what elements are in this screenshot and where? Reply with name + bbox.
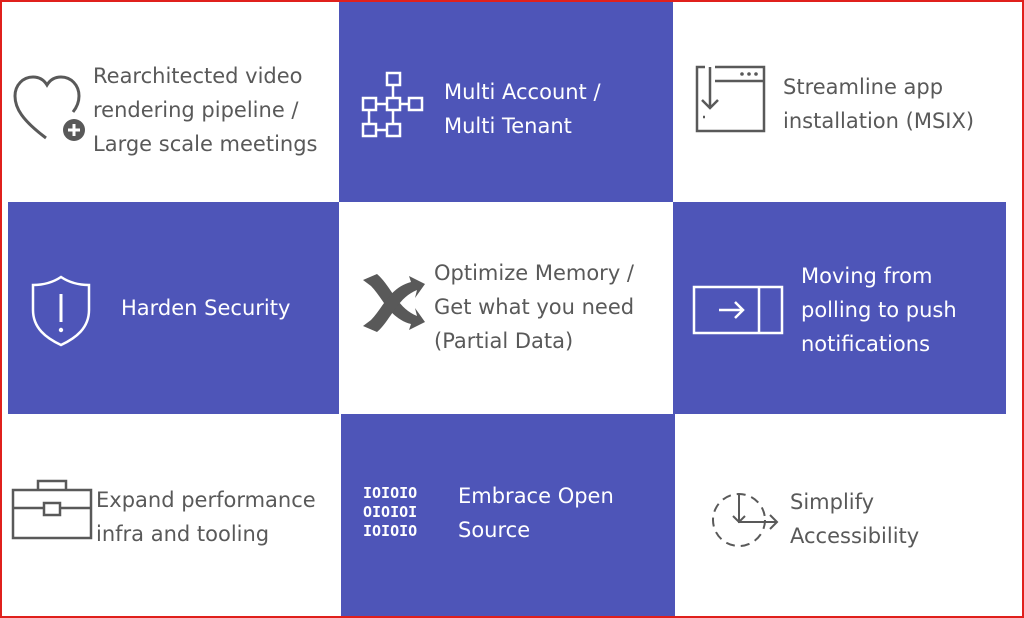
toolbox-icon [11, 479, 93, 540]
label-performance-infra: Expand performance infra and tooling [96, 488, 316, 546]
org-chart-icon [361, 71, 424, 138]
shuffle-arrows-icon [363, 274, 425, 332]
tile-video-pipeline: Rearchitected video rendering pipeline /… [2, 2, 339, 202]
label-msix: Streamline app installation (MSIX) [783, 75, 975, 133]
tile-open-source: IOIOIO OIOIOI IOIOIO Embrace Open Source [341, 414, 675, 616]
label-optimize-memory: Optimize Memory / Get what you need (Par… [434, 261, 635, 353]
tile-msix: Streamline app installation (MSIX) [673, 2, 1022, 202]
label-push-notifications: Moving from polling to push notification… [801, 264, 957, 356]
app-install-icon [695, 65, 766, 133]
tile-harden-security: Harden Security [8, 202, 339, 414]
binary-code-icon: IOIOIO OIOIOI IOIOIO [363, 484, 418, 540]
label-video-pipeline: Rearchitected video rendering pipeline /… [93, 64, 318, 156]
dashed-circle-arrow-icon [712, 493, 779, 547]
tile-push-notifications: Moving from polling to push notification… [673, 202, 1006, 414]
label-accessibility: Simplify Accessibility [790, 490, 920, 548]
tile-multi-account: Multi Account / Multi Tenant [339, 2, 673, 202]
shield-alert-icon [31, 275, 91, 347]
label-harden-security: Harden Security [121, 296, 291, 320]
heart-plus-icon [13, 75, 85, 141]
tile-accessibility: Simplify Accessibility [675, 414, 1022, 616]
label-multi-account: Multi Account / Multi Tenant [444, 80, 601, 138]
label-open-source: Embrace Open Source [458, 484, 614, 542]
tile-optimize-memory: Optimize Memory / Get what you need (Par… [339, 202, 673, 414]
arrow-box-icon [692, 285, 784, 335]
tile-performance-infra: Expand performance infra and tooling [2, 414, 341, 616]
